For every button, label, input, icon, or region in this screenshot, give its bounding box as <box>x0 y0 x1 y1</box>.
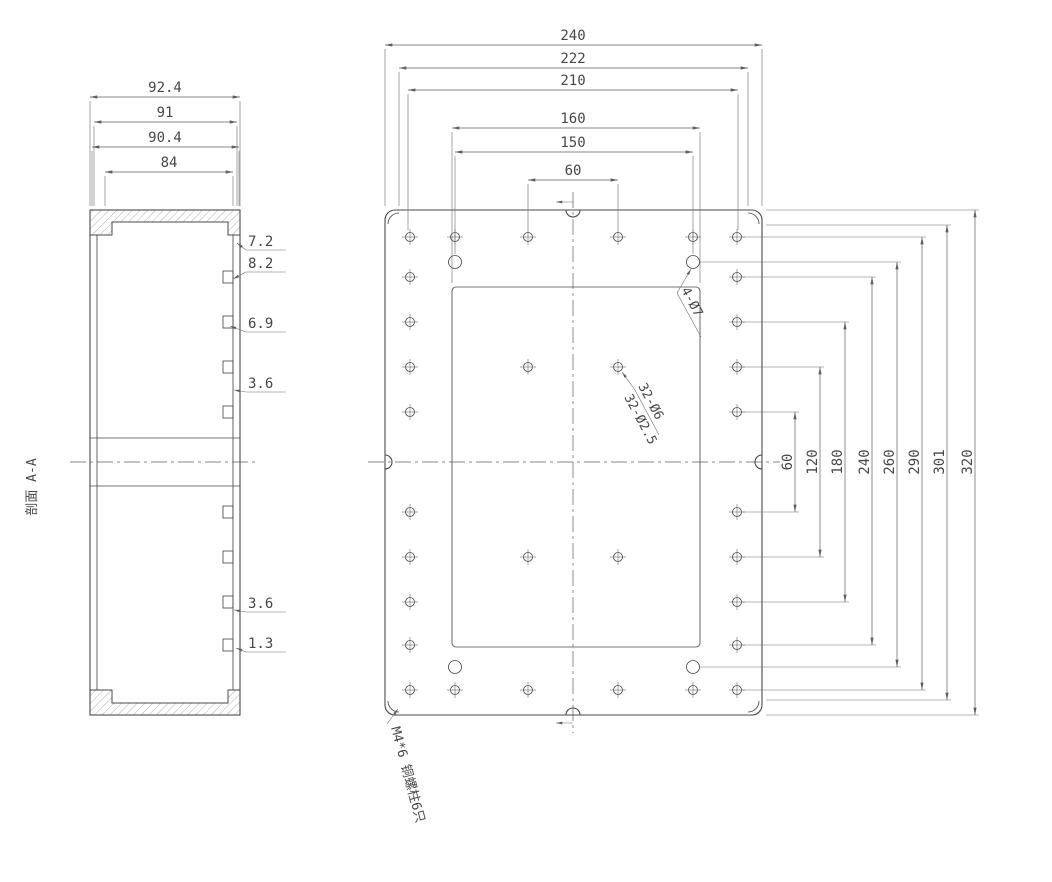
dim-label-150: 150 <box>560 135 585 151</box>
dim-label-180: 180 <box>830 449 846 474</box>
note-corner-holes: 4-Ø7 <box>676 268 705 338</box>
dim-label-120: 120 <box>805 449 821 474</box>
dim-label-240-top: 240 <box>560 28 585 44</box>
note-studs: M4*6 铜螺柱6只 <box>386 708 427 825</box>
section-top-dimensions: 92.4 91 90.4 84 <box>89 80 241 206</box>
section-side-dimensions: 7.2 8.2 6.9 3.6 3.6 1.3 <box>229 234 286 653</box>
plan-view: 4-Ø7 32-Ø6 32-Ø2.5 M4*6 铜螺柱6只 <box>368 192 780 825</box>
dim-label-320: 320 <box>960 449 976 474</box>
dim-label-1-3: 1.3 <box>248 636 273 652</box>
note-corner-holes-label: 4-Ø7 <box>677 285 705 320</box>
section-view: 剖面 A-A <box>25 209 258 716</box>
dim-label-3-6-upper: 3.6 <box>248 376 273 392</box>
dim-label-240-right: 240 <box>857 449 873 474</box>
plan-right-dimensions: 60 120 180 240 260 290 301 320 <box>700 209 979 716</box>
note-boss-holes: 32-Ø6 32-Ø2.5 <box>620 371 666 447</box>
corner-holes <box>448 255 700 674</box>
dim-label-60-top: 60 <box>565 163 582 179</box>
dim-label-301: 301 <box>932 449 948 474</box>
note-studs-label: M4*6 铜螺柱6只 <box>387 725 427 824</box>
section-bosses <box>222 270 234 652</box>
dim-label-290: 290 <box>907 449 923 474</box>
dim-label-84: 84 <box>161 155 178 171</box>
dim-label-3-6-lower: 3.6 <box>248 596 273 612</box>
dim-label-160: 160 <box>560 111 585 127</box>
plan-top-dimensions: 240 222 210 160 150 60 <box>384 28 763 283</box>
dim-label-260: 260 <box>882 449 898 474</box>
dim-label-222: 222 <box>560 51 585 67</box>
dim-label-7-2: 7.2 <box>248 234 273 250</box>
dim-label-8-2: 8.2 <box>248 256 273 272</box>
dim-label-6-9: 6.9 <box>248 316 273 332</box>
dim-label-90-4: 90.4 <box>148 130 182 146</box>
dim-label-60-right: 60 <box>780 454 796 471</box>
dim-label-92-4: 92.4 <box>148 80 182 96</box>
dim-label-91: 91 <box>157 105 174 121</box>
dim-label-210: 210 <box>560 73 585 89</box>
section-view-title: 剖面 A-A <box>25 458 40 515</box>
